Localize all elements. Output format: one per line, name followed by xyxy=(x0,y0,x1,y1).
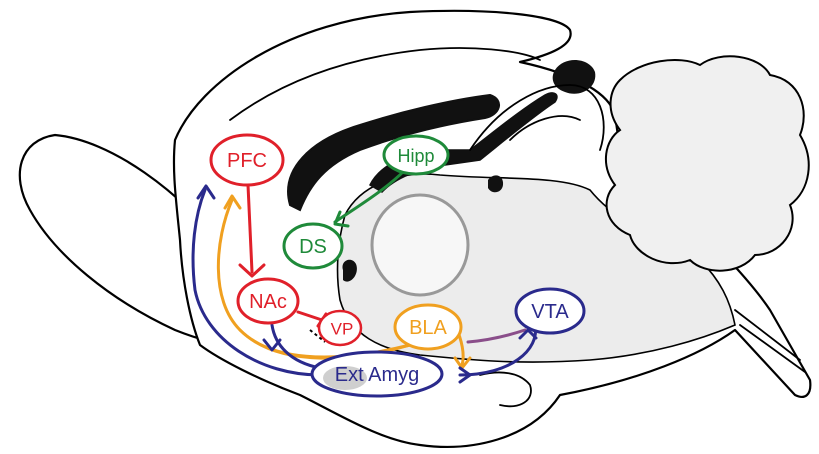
node-ext-amyg: Ext Amyg xyxy=(312,352,442,396)
fornix-blob xyxy=(488,175,503,192)
node-pfc: PFC xyxy=(211,135,283,185)
node-vta: VTA xyxy=(516,289,584,333)
ext-amyg-label: Ext Amyg xyxy=(335,364,419,386)
ds-label: DS xyxy=(299,236,327,258)
thalamus xyxy=(372,195,468,295)
hipp-label: Hipp xyxy=(397,146,434,166)
node-hipp: Hipp xyxy=(384,136,448,174)
vp-label: VP xyxy=(331,320,354,339)
bla-label: BLA xyxy=(409,317,447,339)
nac-label: NAc xyxy=(249,291,287,313)
node-bla: BLA xyxy=(395,305,461,349)
pfc-label: PFC xyxy=(227,150,267,172)
cerebellum xyxy=(606,56,809,270)
node-vp: VP xyxy=(319,311,361,345)
vta-label: VTA xyxy=(531,301,569,323)
node-ds: DS xyxy=(284,224,342,268)
node-nac: NAc xyxy=(238,279,298,323)
